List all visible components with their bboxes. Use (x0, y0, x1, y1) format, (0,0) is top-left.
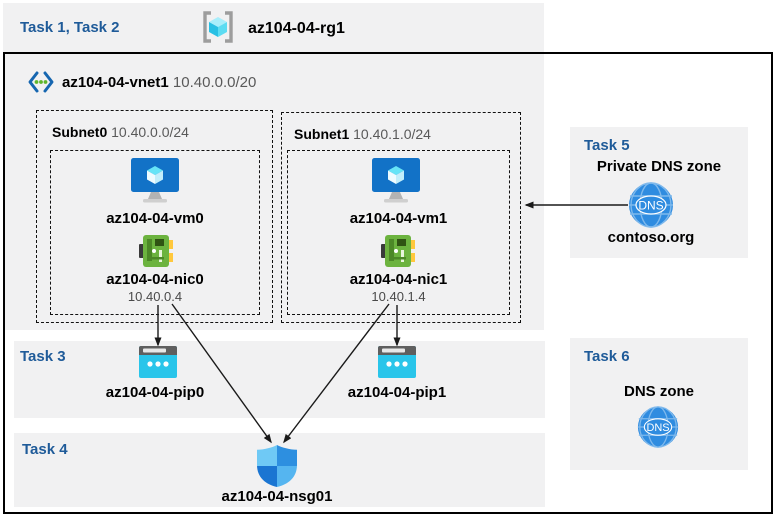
public-ip-icon-pip0 (139, 346, 177, 378)
dns-icon-text-private: DNS (638, 199, 663, 213)
subnet1-name: Subnet1 (294, 126, 350, 142)
network-interface-icon-nic0 (139, 233, 173, 269)
subnet0-box (36, 110, 273, 323)
subnet0-name: Subnet0 (52, 124, 108, 140)
task3-label: Task 3 (20, 348, 66, 365)
nsg-shield-icon (257, 445, 297, 487)
dns-globe-icon-private: DNS (628, 182, 674, 228)
resource-group-icon (200, 9, 236, 45)
virtual-machine-icon-vm1 (368, 158, 424, 205)
task3-band (14, 341, 545, 418)
dns-icon-text-public: DNS (646, 422, 669, 434)
task6-box (570, 338, 748, 470)
subnet1-label: Subnet1 10.40.1.0/24 (294, 126, 431, 142)
subnet1-box (281, 112, 521, 323)
nic1-ip: 10.40.1.4 (371, 289, 426, 304)
pip1-label: az104-04-pip1 (347, 384, 447, 401)
task1-2-band (3, 3, 544, 52)
nsg-label: az104-04-nsg01 (221, 488, 333, 505)
dns-globe-icon-public: DNS (637, 406, 679, 448)
virtual-machine-icon-vm0 (127, 158, 183, 205)
virtual-network-icon (28, 69, 54, 95)
public-ip-icon-pip1 (378, 346, 416, 378)
vm1-label: az104-04-vm1 (349, 210, 448, 227)
subnet1-cidr: 10.40.1.0/24 (353, 126, 431, 142)
task5-label: Task 5 (584, 137, 630, 154)
resource-group-label: az104-04-rg1 (248, 20, 345, 37)
subnet0-inner-box (50, 150, 260, 315)
task1-2-label: Task 1, Task 2 (20, 19, 120, 36)
vnet-label: az104-04-vnet1 10.40.0.0/20 (62, 74, 256, 91)
private-dns-zone-title: Private DNS zone (596, 158, 722, 175)
nic0-ip: 10.40.0.4 (127, 289, 183, 304)
network-interface-icon-nic1 (381, 233, 415, 269)
nic0-label: az104-04-nic0 (106, 271, 204, 288)
dns-zone-title: DNS zone (623, 383, 694, 400)
vnet-cidr: 10.40.0.0/20 (172, 74, 257, 91)
subnet0-label: Subnet0 10.40.0.0/24 (52, 124, 189, 140)
task6-label: Task 6 (584, 348, 630, 365)
private-dns-zone-name: contoso.org (607, 229, 695, 246)
vnet-area (5, 54, 544, 330)
subnet0-cidr: 10.40.0.0/24 (111, 124, 189, 140)
nic1-label: az104-04-nic1 (349, 271, 448, 288)
task4-label: Task 4 (22, 441, 68, 458)
vnet-name: az104-04-vnet1 (62, 74, 169, 91)
pip0-label: az104-04-pip0 (105, 384, 205, 401)
vm0-label: az104-04-vm0 (106, 210, 204, 227)
subnet1-inner-box (287, 150, 510, 315)
